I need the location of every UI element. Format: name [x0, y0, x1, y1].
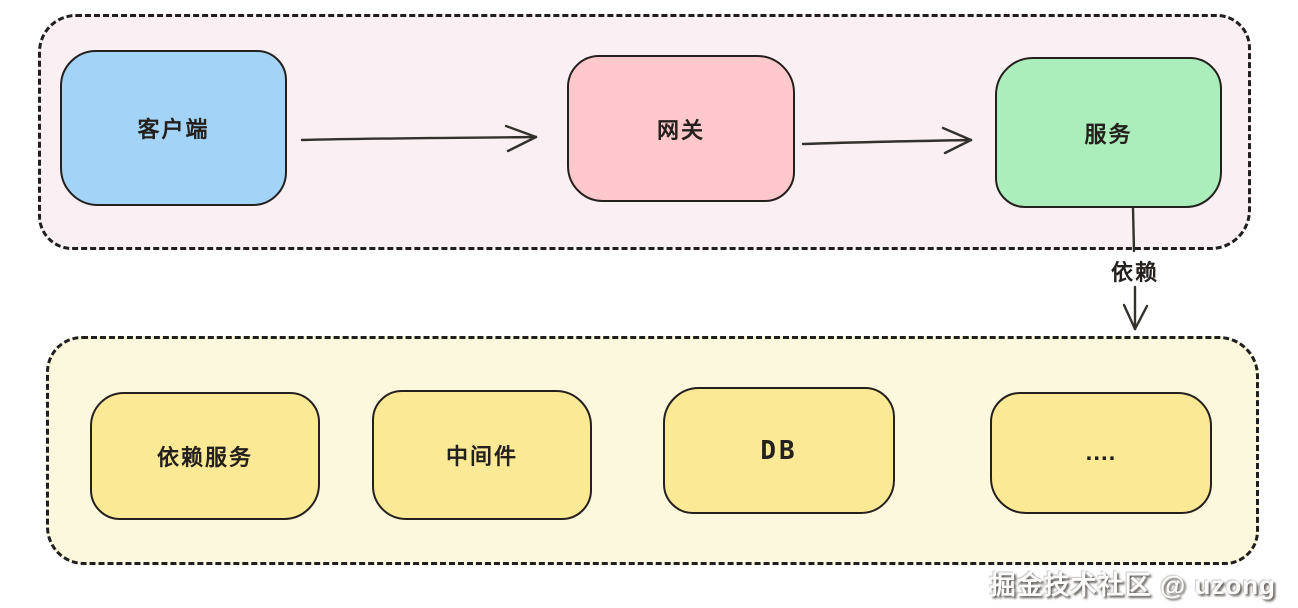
node-db-label: DB — [760, 435, 798, 466]
node-middleware-label: 中间件 — [445, 444, 518, 469]
node-more: .... — [990, 392, 1212, 514]
node-gateway: 网关 — [567, 55, 795, 202]
node-middleware: 中间件 — [372, 390, 592, 520]
node-dependency-service-label: 依赖服务 — [156, 445, 253, 470]
node-db: DB — [663, 387, 895, 514]
node-client-label: 客户端 — [137, 117, 210, 142]
node-dependency-service: 依赖服务 — [90, 392, 320, 520]
dependency-edge-label: 依赖 — [1110, 260, 1159, 285]
node-gateway-label: 网关 — [656, 117, 705, 143]
node-service: 服务 — [995, 57, 1222, 208]
watermark: 掘金技术社区 @ uzong — [989, 570, 1276, 600]
node-client: 客户端 — [60, 50, 287, 206]
node-service-label: 服务 — [1084, 121, 1133, 147]
node-more-label: .... — [1085, 439, 1117, 466]
